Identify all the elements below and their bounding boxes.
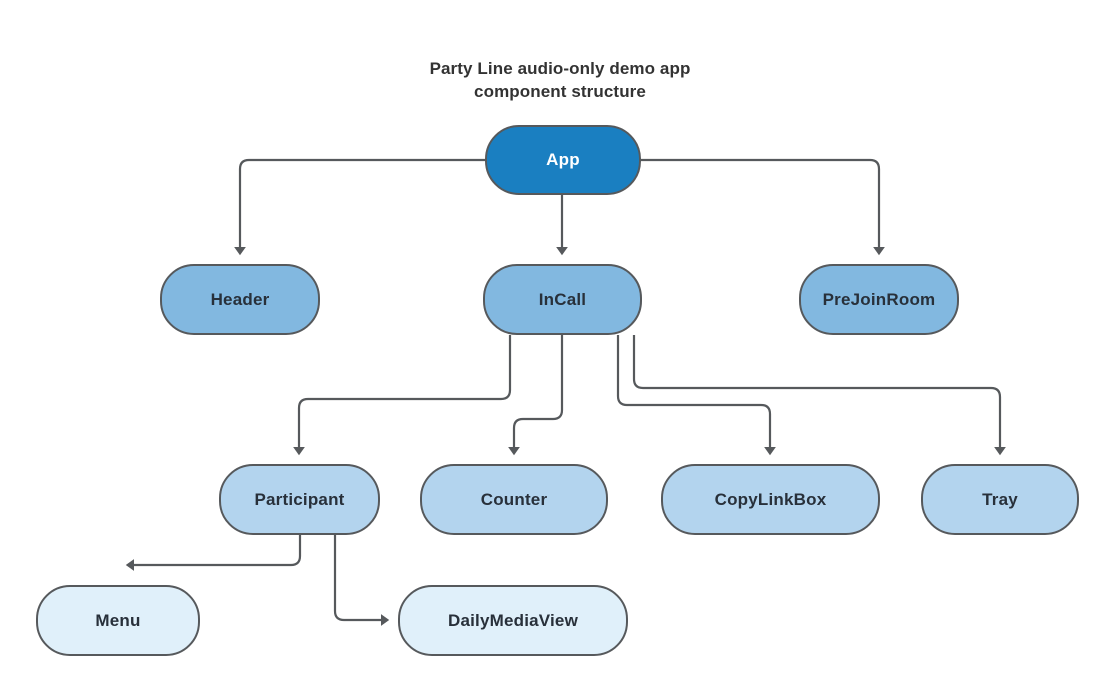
node-incall[interactable]: InCall bbox=[483, 264, 642, 335]
node-header[interactable]: Header bbox=[160, 264, 320, 335]
node-dailymediaview-label: DailyMediaView bbox=[447, 610, 579, 630]
node-prejoinroom-label: PreJoinRoom bbox=[822, 289, 936, 309]
node-app[interactable]: App bbox=[485, 125, 641, 195]
node-counter[interactable]: Counter bbox=[420, 464, 608, 535]
node-incall-label: InCall bbox=[538, 289, 587, 309]
node-prejoinroom[interactable]: PreJoinRoom bbox=[799, 264, 959, 335]
edge-incall-tray bbox=[632, 335, 1006, 456]
node-tray-label: Tray bbox=[982, 489, 1018, 509]
edge-app-prejoinroom bbox=[641, 158, 885, 256]
diagram-title: Party Line audio-only demo app component… bbox=[0, 57, 1120, 103]
edge-incall-participant bbox=[293, 335, 512, 456]
diagram-title-line-2: component structure bbox=[474, 82, 646, 101]
edge-participant-dailymediaview bbox=[333, 535, 390, 626]
edge-app-header bbox=[234, 158, 485, 256]
edge-participant-menu bbox=[125, 535, 302, 571]
edge-incall-copylinkbox bbox=[616, 335, 776, 456]
node-menu-label: Menu bbox=[95, 610, 141, 630]
node-app-label: App bbox=[546, 150, 580, 169]
node-menu[interactable]: Menu bbox=[36, 585, 200, 656]
node-copylinkbox-label: CopyLinkBox bbox=[714, 489, 827, 509]
edge-incall-counter bbox=[508, 335, 564, 456]
node-dailymediaview[interactable]: DailyMediaView bbox=[398, 585, 628, 656]
node-participant[interactable]: Participant bbox=[219, 464, 380, 535]
node-participant-label: Participant bbox=[254, 489, 345, 509]
node-header-label: Header bbox=[210, 289, 270, 309]
node-copylinkbox[interactable]: CopyLinkBox bbox=[661, 464, 880, 535]
node-counter-label: Counter bbox=[480, 489, 548, 509]
node-tray[interactable]: Tray bbox=[921, 464, 1079, 535]
diagram-title-line-1: Party Line audio-only demo app bbox=[429, 59, 691, 78]
